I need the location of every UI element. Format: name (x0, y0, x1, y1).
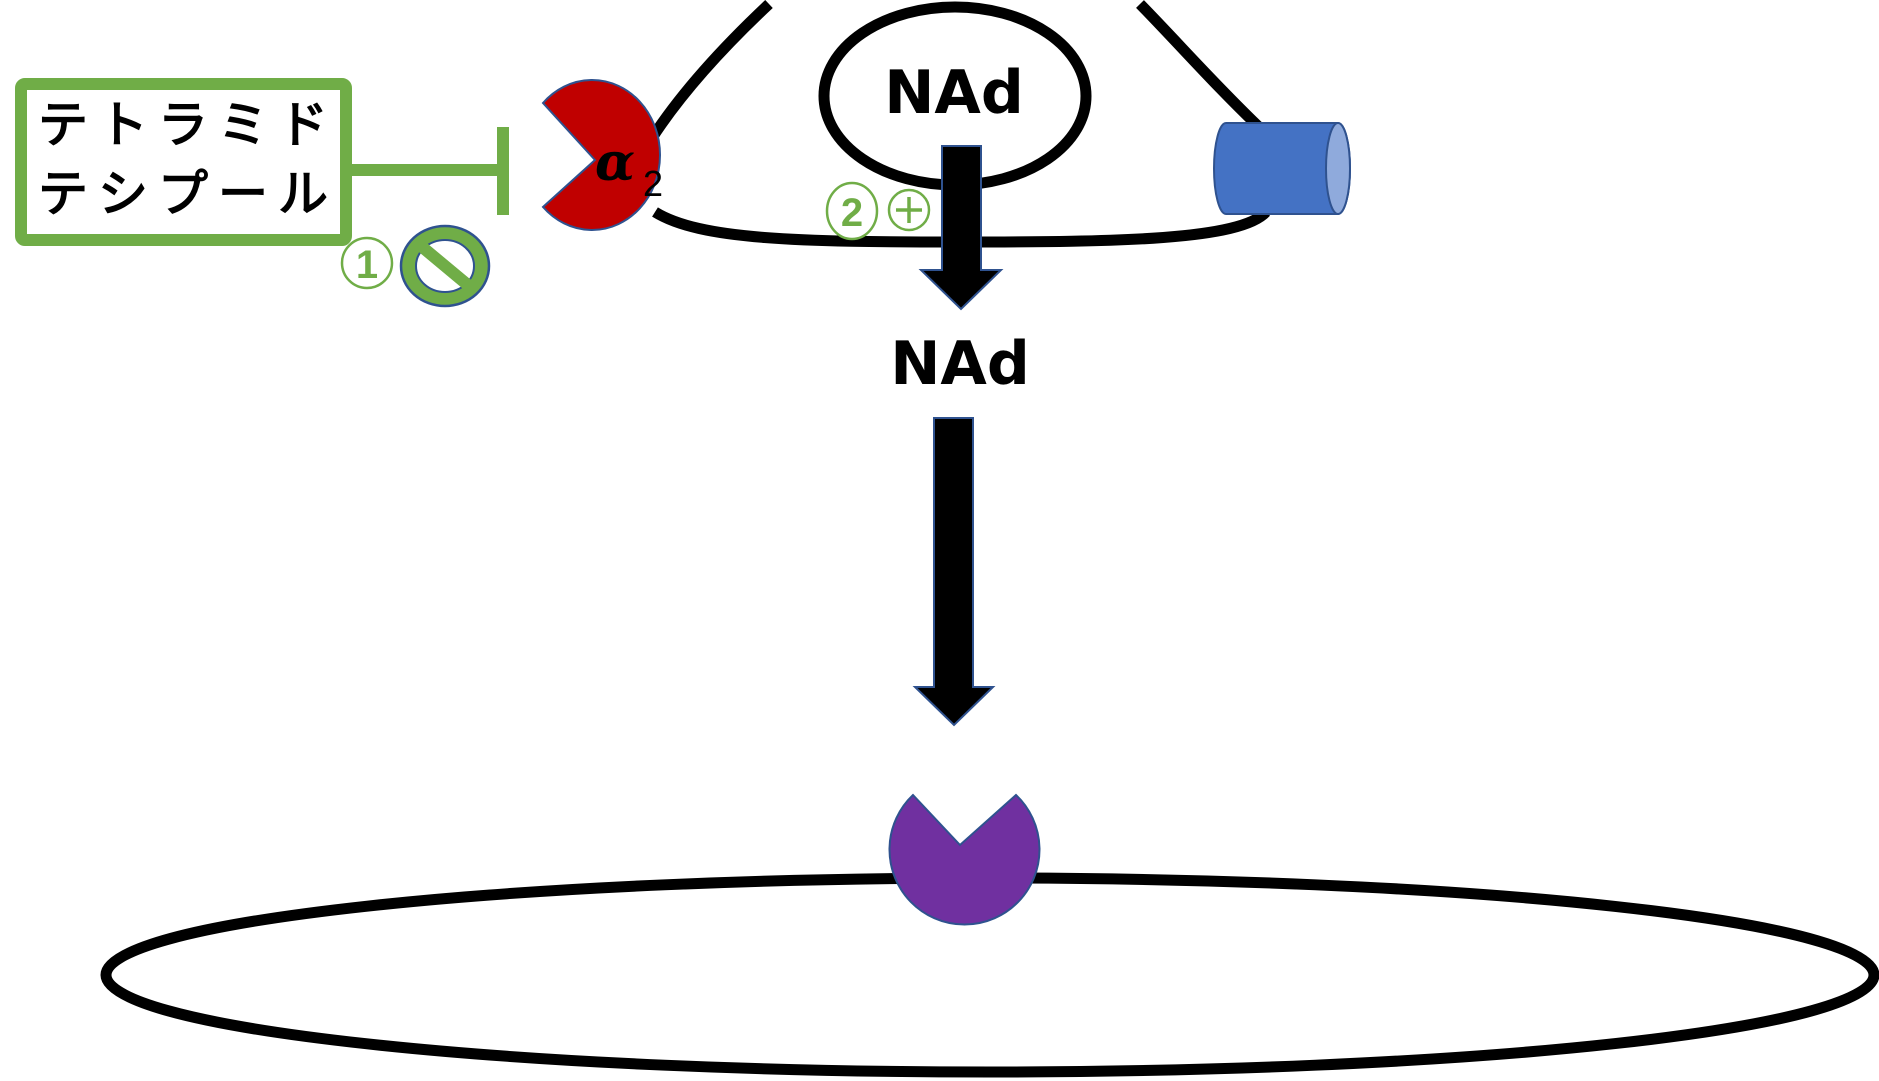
prohibition-icon (399, 224, 491, 308)
alpha-subscript: 2 (643, 163, 663, 204)
marker-2-number: 2 (841, 191, 863, 235)
postsynaptic-receptor-icon (888, 793, 1041, 926)
vesicle-label: NAd (884, 58, 1024, 128)
cylinder-transporter-icon (1213, 122, 1351, 215)
drug-name-line1: テトラミド (38, 96, 338, 154)
released-nad-label: NAd (890, 329, 1030, 399)
plus-circle-icon (887, 188, 931, 232)
alpha2-receptor-icon: α 2 (541, 79, 663, 231)
drug-box (15, 78, 352, 246)
alpha-symbol: α (595, 132, 635, 193)
release-arrow (918, 145, 1004, 311)
marker-2: 2 (825, 181, 879, 241)
drug-name-line2: テシプール (38, 165, 338, 223)
marker-1-number: 1 (356, 243, 378, 287)
diffusion-arrow (912, 417, 996, 727)
marker-1: 1 (340, 236, 394, 290)
